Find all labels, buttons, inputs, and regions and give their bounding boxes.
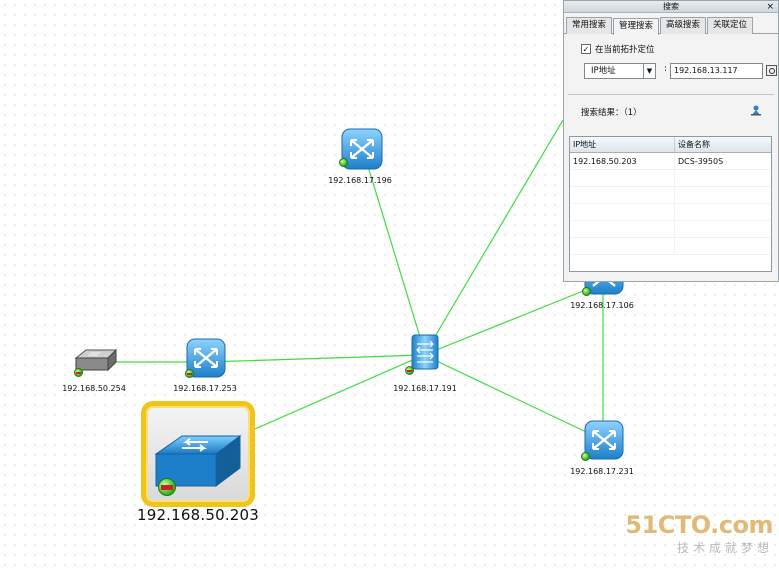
column-header-device-name[interactable]: 设备名称 [678, 140, 710, 149]
link-191-231 [423, 354, 604, 441]
status-ok-indicator [582, 287, 591, 296]
device-label: 192.168.17.253 [173, 384, 237, 393]
device-label: 192.168.50.254 [62, 384, 126, 393]
cell-ip: 192.168.50.203 [570, 153, 675, 169]
field-select[interactable]: IP地址 ▼ [584, 63, 656, 79]
device-label: 192.168.17.191 [393, 384, 457, 393]
link-191-106 [423, 282, 604, 356]
table-row-empty [570, 187, 771, 204]
table-row-empty [570, 204, 771, 221]
close-icon[interactable]: × [766, 2, 774, 12]
status-ok-indicator [581, 452, 590, 461]
search-tabs: 常用搜索 管理搜索 高级搜索 关联定位 [564, 17, 778, 35]
link-191-196 [362, 149, 425, 351]
locate-checkbox[interactable]: ✓ [581, 44, 591, 54]
link-191-panel [423, 119, 564, 356]
search-panel: 搜索 × 常用搜索 管理搜索 高级搜索 关联定位 ✓ 在当前拓扑定位 IP地址 … [563, 0, 779, 282]
search-results-table: IP地址 设备名称 192.168.50.203 DCS-3950S [569, 136, 772, 272]
watermark: 51CTO.com 技术成就梦想 [625, 511, 773, 556]
status-ok-indicator [405, 366, 414, 375]
tab-related-locate[interactable]: 关联定位 [707, 17, 754, 34]
search-panel-titlebar[interactable]: 搜索 × [564, 1, 778, 13]
status-ok-indicator [158, 478, 176, 496]
device-label: 192.168.17.231 [570, 467, 634, 476]
watermark-main: 51CTO.com [625, 511, 773, 539]
field-select-value: IP地址 [591, 66, 616, 76]
ip-search-input[interactable]: 192.168.13.117 [670, 63, 763, 79]
locate-icon[interactable] [750, 104, 762, 116]
chevron-down-icon[interactable]: ▼ [643, 64, 655, 78]
device-node-191[interactable] [405, 334, 441, 375]
router-icon [186, 338, 226, 378]
status-ok-indicator [74, 368, 83, 377]
device-node-196[interactable] [339, 128, 385, 172]
link-191-253 [206, 354, 425, 363]
field-colon: : [664, 64, 668, 74]
status-ok-indicator [185, 369, 194, 378]
router-icon [341, 128, 383, 170]
device-label: 192.168.17.106 [570, 301, 634, 310]
device-label: 192.168.17.196 [328, 176, 392, 185]
table-row-empty [570, 170, 771, 187]
divider [568, 94, 774, 95]
status-ok-indicator [339, 158, 348, 167]
locate-option[interactable]: ✓ 在当前拓扑定位 [581, 43, 655, 55]
core-switch-icon [411, 334, 439, 370]
watermark-sub: 技术成就梦想 [676, 541, 773, 555]
table-header: IP地址 设备名称 [570, 137, 771, 153]
search-result-count: 搜索结果：（1） [581, 108, 642, 118]
device-node-254[interactable] [74, 348, 118, 377]
tab-management-search[interactable]: 管理搜索 [613, 18, 660, 35]
selected-device-label: 192.168.50.203 [136, 506, 260, 524]
hub-icon [74, 348, 118, 372]
table-row-empty [570, 221, 771, 238]
device-node-231[interactable] [581, 420, 626, 462]
table-row-empty [570, 238, 771, 255]
device-node-253[interactable] [185, 338, 228, 380]
column-header-ip[interactable]: IP地址 [570, 137, 675, 152]
selected-device-node-203[interactable] [141, 401, 255, 507]
tab-advanced-search[interactable]: 高级搜索 [660, 17, 707, 34]
tab-common-search[interactable]: 常用搜索 [566, 17, 613, 34]
search-panel-title: 搜索 [663, 2, 679, 11]
table-row[interactable]: 192.168.50.203 DCS-3950S [570, 153, 771, 170]
router-icon [584, 420, 624, 460]
locate-checkbox-label: 在当前拓扑定位 [595, 45, 655, 55]
search-icon[interactable] [766, 65, 777, 76]
cell-device-name: DCS-3950S [678, 157, 724, 166]
